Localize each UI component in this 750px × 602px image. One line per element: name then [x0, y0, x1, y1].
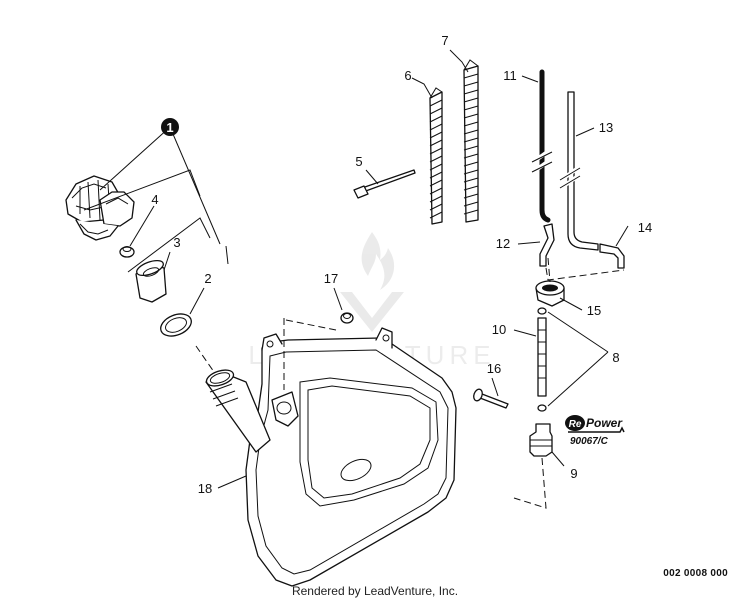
callout-12: 12: [496, 236, 510, 251]
leader-lines: [83, 49, 629, 489]
callout-labels: 1 2 3 4 5 6 7 8 9 10 11 12 13 14 15 16 1…: [151, 33, 652, 496]
repower-brand-power: Power: [586, 416, 623, 430]
o-ring-8b: [537, 404, 547, 412]
tank-grommet: [535, 280, 565, 307]
repower-brand-re: Re: [569, 419, 582, 430]
callout-5: 5: [355, 154, 362, 169]
spiral-wrap-6: [429, 87, 443, 225]
repower-code: 90067/C: [570, 436, 609, 447]
spiral-wrap-7: [463, 59, 479, 223]
mounting-screw: [473, 388, 509, 409]
vent-tube: [559, 91, 599, 251]
callout-1: 1: [166, 120, 173, 135]
callout-2: 2: [204, 271, 211, 286]
callout-8: 8: [612, 350, 619, 365]
callout-4: 4: [151, 192, 158, 207]
callout-1-circle: [161, 118, 179, 136]
callout-14: 14: [638, 220, 652, 235]
o-ring-8a: [537, 307, 547, 315]
cable-tie: [353, 169, 416, 199]
fuel-cap: [65, 175, 135, 241]
filler-strainer: [135, 259, 167, 303]
callout-9: 9: [570, 466, 577, 481]
callout-16: 16: [487, 361, 501, 376]
callout-18: 18: [198, 481, 212, 496]
callout-3: 3: [173, 235, 180, 250]
drawing-code: 002 0008 000: [663, 568, 728, 579]
callout-17: 17: [324, 271, 338, 286]
fuel-elbow: [539, 223, 555, 267]
callout-11: 11: [503, 68, 517, 83]
vent-elbow: [599, 243, 625, 269]
callout-7: 7: [441, 33, 448, 48]
callout-10: 10: [492, 322, 506, 337]
fuel-tank: [205, 327, 457, 587]
fuel-line: [531, 69, 553, 223]
flame-watermark-icon: [340, 232, 404, 332]
bushing: [340, 312, 354, 324]
callout-15: 15: [587, 303, 601, 318]
callout-6: 6: [404, 68, 411, 83]
footer-credit: Rendered by LeadVenture, Inc.: [291, 584, 459, 598]
pickup-tube: [537, 317, 547, 397]
callout-13: 13: [599, 120, 613, 135]
gasket-part-4: [119, 246, 135, 258]
seal-ring: [160, 313, 192, 337]
assembly-lines: [195, 257, 625, 509]
fuel-filter: [529, 423, 553, 457]
repower-badge-icon: Re Power 90067/C: [565, 415, 625, 447]
